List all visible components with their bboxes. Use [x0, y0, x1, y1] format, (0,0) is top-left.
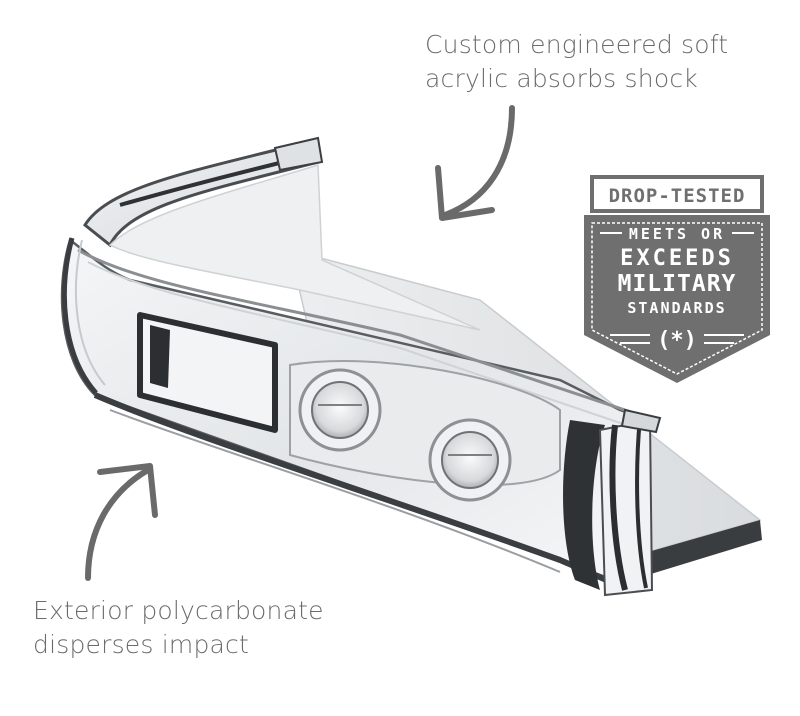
- badge-header: DROP-TESTED: [609, 185, 746, 207]
- caption-acrylic-line2: acrylic absorbs shock: [425, 64, 698, 93]
- caption-polycarbonate-line2: disperses impact: [33, 630, 249, 659]
- plate-edge: [620, 520, 762, 582]
- badge-symbol: (*): [657, 328, 697, 353]
- caption-polycarbonate: Exterior polycarbonate disperses impact: [33, 594, 393, 662]
- badge-line1: MEETS OR: [629, 225, 725, 243]
- badge-line4: STANDARDS: [627, 299, 726, 317]
- caption-polycarbonate-line1: Exterior polycarbonate: [33, 596, 324, 625]
- side-slot: [137, 312, 278, 433]
- caption-acrylic: Custom engineered soft acrylic absorbs s…: [425, 28, 785, 96]
- inner-wall: [108, 163, 481, 331]
- volume-button-up-icon: [298, 368, 382, 452]
- badge-line3: MILITARY: [618, 271, 737, 297]
- volume-button-down-icon: [428, 418, 512, 502]
- caption-acrylic-line1: Custom engineered soft: [425, 30, 729, 59]
- badge-line2: EXCEEDS: [620, 246, 734, 271]
- end-cap: [563, 420, 605, 590]
- military-standard-badge: DROP-TESTED MEETS OR EXCEEDS MILITARY ST…: [582, 175, 772, 385]
